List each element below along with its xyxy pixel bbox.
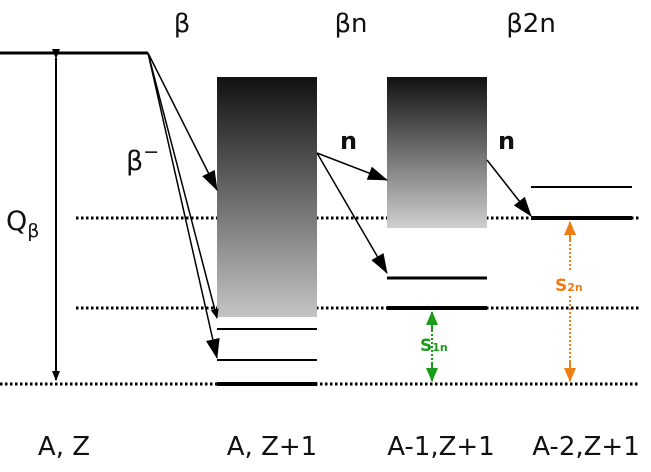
neutron-label-1: n xyxy=(340,127,357,155)
beta-minus-label: β− xyxy=(126,141,159,177)
nuclide-label-one-n: A-1,Z+1 xyxy=(387,432,495,462)
beta-arrow-to-level-1 xyxy=(147,52,219,319)
beta-arrow-to-level-2 xyxy=(147,52,220,359)
neutron-arrow-to-two-n xyxy=(486,159,532,217)
nuclide-label-two-n: A-2,Z+1 xyxy=(532,432,640,462)
neutron-label-2: n xyxy=(498,127,515,155)
s2n-label: S2n xyxy=(555,276,583,296)
one-n-continuum xyxy=(387,77,487,228)
nuclide-label-daughter: A, Z+1 xyxy=(227,432,317,462)
neutron-arrow-to-excited xyxy=(316,152,388,274)
beta-arrow-to-continuum xyxy=(147,52,218,191)
s2n-label-bg xyxy=(553,270,589,296)
s1n-label: S1n xyxy=(420,336,448,356)
daughter-continuum xyxy=(217,77,317,317)
q-beta-label: Qβ xyxy=(6,206,39,242)
nuclide-label-parent: A, Z xyxy=(38,432,90,462)
title-beta-n: βn xyxy=(334,9,367,39)
neutron-arrow-to-continuum xyxy=(316,152,388,181)
title-beta: β xyxy=(174,9,191,39)
title-beta-2n: β2n xyxy=(506,9,556,39)
